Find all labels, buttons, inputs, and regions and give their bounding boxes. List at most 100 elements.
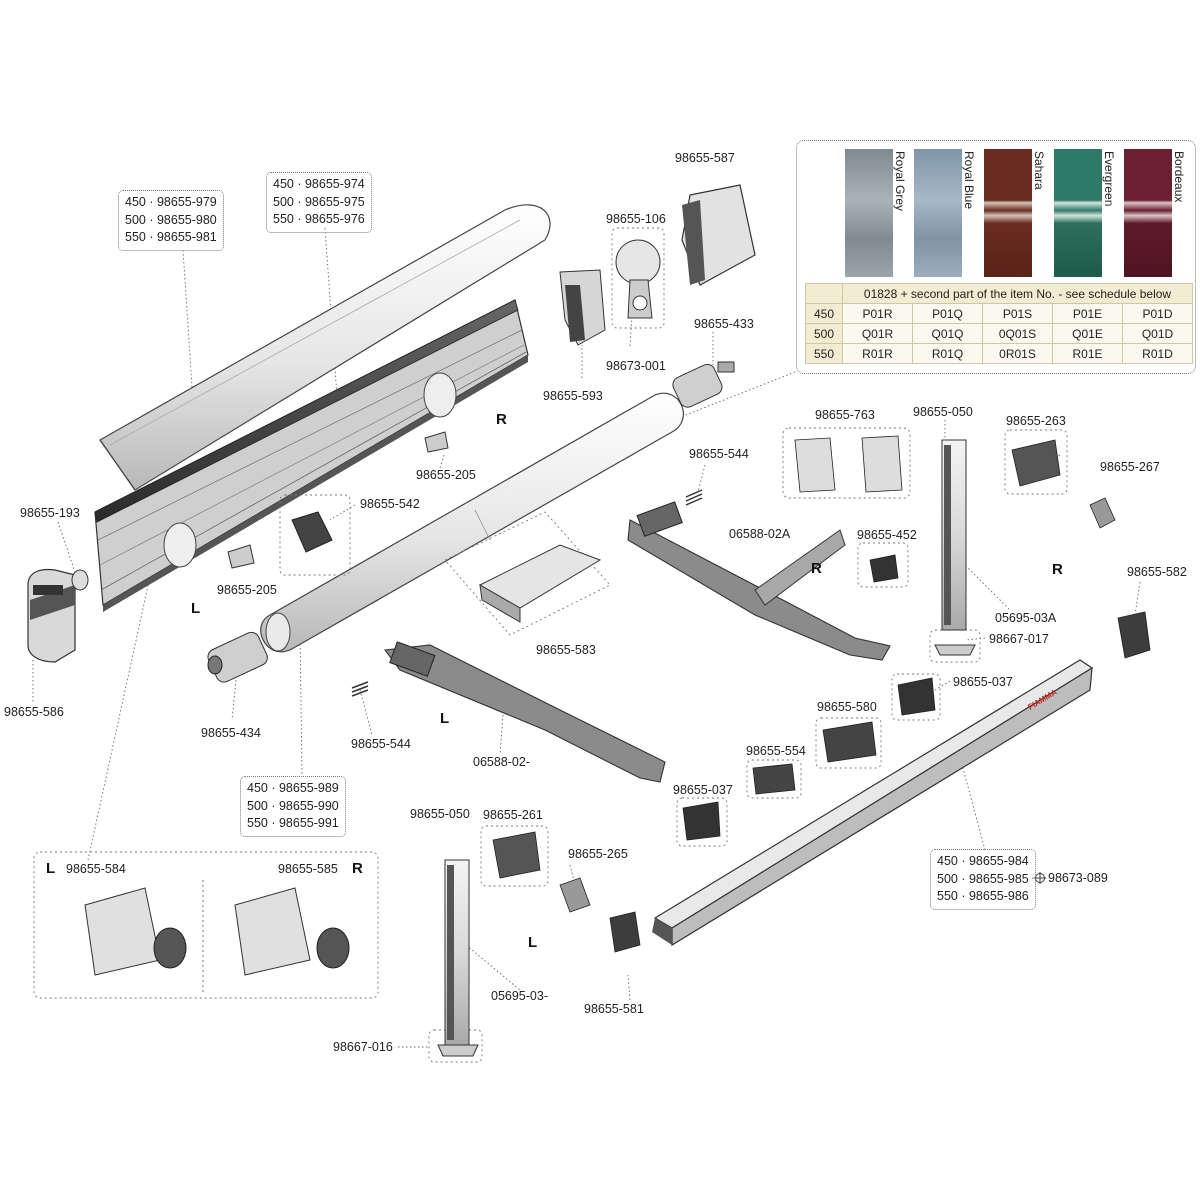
part-label-98655-452: 98655-452 — [857, 528, 917, 542]
corner-cell — [805, 283, 843, 304]
swatch-label-bordeaux: Bordeaux — [1172, 151, 1186, 203]
fabric-code-header-row: 01828 + second part of the item No. - se… — [805, 283, 1193, 304]
swatch-sahara — [984, 149, 1032, 277]
bracket-593 — [559, 269, 606, 346]
size-line: 550 · 98655-986 — [937, 889, 1029, 903]
part-label-98667-016: 98667-016 — [333, 1040, 393, 1054]
code-cell: R01Q — [912, 343, 983, 364]
size-cell: 550 — [805, 343, 843, 364]
roller-tube — [260, 392, 684, 653]
side-marker-r-arm: R — [811, 560, 822, 577]
support-leg-left — [437, 859, 479, 1057]
clip-205a — [424, 431, 449, 453]
swatch-royal-blue — [914, 149, 962, 277]
part-label-98655-586: 98655-586 — [4, 705, 64, 719]
part-label-98655-587: 98655-587 — [675, 151, 735, 165]
part-label-98655-581: 98655-581 — [584, 1002, 644, 1016]
size-line: 450 · 98655-989 — [247, 781, 339, 795]
arm-right — [627, 501, 891, 661]
part-label-98655-106: 98655-106 — [606, 212, 666, 226]
side-marker-l-inset: L — [46, 860, 56, 877]
size-line: 550 · 98655-976 — [273, 212, 365, 226]
size-group-roller: 450 · 98655-989 500 · 98655-990 550 · 98… — [240, 776, 346, 837]
part-label-98655-205-a: 98655-205 — [416, 468, 476, 482]
fabric-color-panel: Royal Grey Royal Blue Sahara Evergreen B… — [796, 140, 1196, 374]
code-cell: 0Q01S — [982, 323, 1053, 344]
fabric-code-table: 01828 + second part of the item No. - se… — [805, 283, 1193, 364]
part-label-98655-261: 98655-261 — [483, 808, 543, 822]
part-label-06588-02A: 06588-02A — [729, 527, 791, 541]
code-cell: Q01R — [842, 323, 913, 344]
part-label-98655-434: 98655-434 — [201, 726, 261, 740]
fabric-code-header: 01828 + second part of the item No. - se… — [842, 283, 1193, 304]
code-cell: 0R01S — [982, 343, 1053, 364]
size-line: 450 · 98655-984 — [937, 854, 1029, 868]
roller-end-433 — [672, 361, 735, 408]
part-label-98655-554: 98655-554 — [746, 744, 806, 758]
clip-205b — [227, 544, 255, 569]
side-housing-587 — [681, 184, 756, 286]
part-583 — [478, 544, 602, 623]
part-label-98655-433: 98655-433 — [694, 317, 754, 331]
part-label-98655-585: 98655-585 — [278, 862, 338, 876]
part-label-98655-584: 98655-584 — [66, 862, 126, 876]
code-cell: Q01Q — [912, 323, 983, 344]
side-marker-r-top: R — [496, 411, 507, 428]
part-label-98673-089: 98673-089 — [1048, 871, 1108, 885]
side-marker-r-leg: R — [1052, 561, 1063, 578]
part-label-05695-03-: 05695-03- — [491, 989, 548, 1003]
size-group-front-rail: 450 · 98655-984 500 · 98655-985 550 · 98… — [930, 849, 1036, 910]
roller-end-434 — [207, 631, 268, 683]
code-cell: R01D — [1122, 343, 1193, 364]
part-label-98655-544-b: 98655-544 — [351, 737, 411, 751]
part-label-98655-763: 98655-763 — [815, 408, 875, 422]
table-row: 450 P01R P01Q P01S P01E P01D — [805, 303, 1193, 324]
size-cell: 500 — [805, 323, 843, 344]
part-label-98655-267: 98655-267 — [1100, 460, 1160, 474]
part-label-98655-263: 98655-263 — [1006, 414, 1066, 428]
part-label-98655-593: 98655-593 — [543, 389, 603, 403]
spring-544a — [685, 489, 703, 506]
size-group-cover: 450 · 98655-979 500 · 98655-980 550 · 98… — [118, 190, 224, 251]
size-line: 450 · 98655-974 — [273, 177, 365, 191]
part-label-98655-542: 98655-542 — [360, 497, 420, 511]
front-rail: FIAMMA — [652, 659, 1094, 947]
table-row: 550 R01R R01Q 0R01S R01E R01D — [805, 343, 1193, 364]
code-cell: Q01D — [1122, 323, 1193, 344]
table-row: 500 Q01R Q01Q 0Q01S Q01E Q01D — [805, 323, 1193, 344]
code-cell: P01Q — [912, 303, 983, 324]
size-line: 500 · 98655-990 — [247, 798, 339, 813]
size-line: 550 · 98655-981 — [125, 230, 217, 244]
part-label-98655-544-a: 98655-544 — [689, 447, 749, 461]
bushing-193 — [71, 569, 89, 591]
code-cell: P01D — [1122, 303, 1193, 324]
part-label-06588-02-: 06588-02- — [473, 755, 530, 769]
side-marker-r-inset: R — [352, 860, 363, 877]
end-cap-left — [27, 568, 76, 663]
support-leg-right — [934, 439, 976, 656]
swatch-label-royal-grey: Royal Grey — [893, 151, 907, 212]
bracket-106 — [615, 239, 661, 319]
code-cell: R01E — [1052, 343, 1123, 364]
side-marker-l-arm: L — [440, 710, 450, 727]
swatch-label-evergreen: Evergreen — [1102, 151, 1116, 207]
spring-544b — [351, 681, 369, 697]
side-marker-l-top: L — [191, 600, 201, 617]
bracket-542 — [291, 511, 333, 553]
part-label-98673-001: 98673-001 — [606, 359, 666, 373]
misc-parts — [492, 435, 1151, 953]
size-cell: 450 — [805, 303, 843, 324]
size-group-case: 450 · 98655-974 500 · 98655-975 550 · 98… — [266, 172, 372, 233]
part-label-98655-037-a: 98655-037 — [953, 675, 1013, 689]
size-line: 500 · 98655-985 — [937, 871, 1029, 886]
part-label-05695-03A: 05695-03A — [995, 611, 1057, 625]
size-line: 550 · 98655-991 — [247, 816, 339, 830]
swatch-label-royal-blue: Royal Blue — [962, 151, 976, 210]
arm-left — [383, 641, 666, 783]
part-label-98667-017: 98667-017 — [989, 632, 1049, 646]
part-label-98655-582: 98655-582 — [1127, 565, 1187, 579]
side-marker-l-leg: L — [528, 934, 538, 951]
swatch-evergreen — [1054, 149, 1102, 277]
part-label-98655-265: 98655-265 — [568, 847, 628, 861]
